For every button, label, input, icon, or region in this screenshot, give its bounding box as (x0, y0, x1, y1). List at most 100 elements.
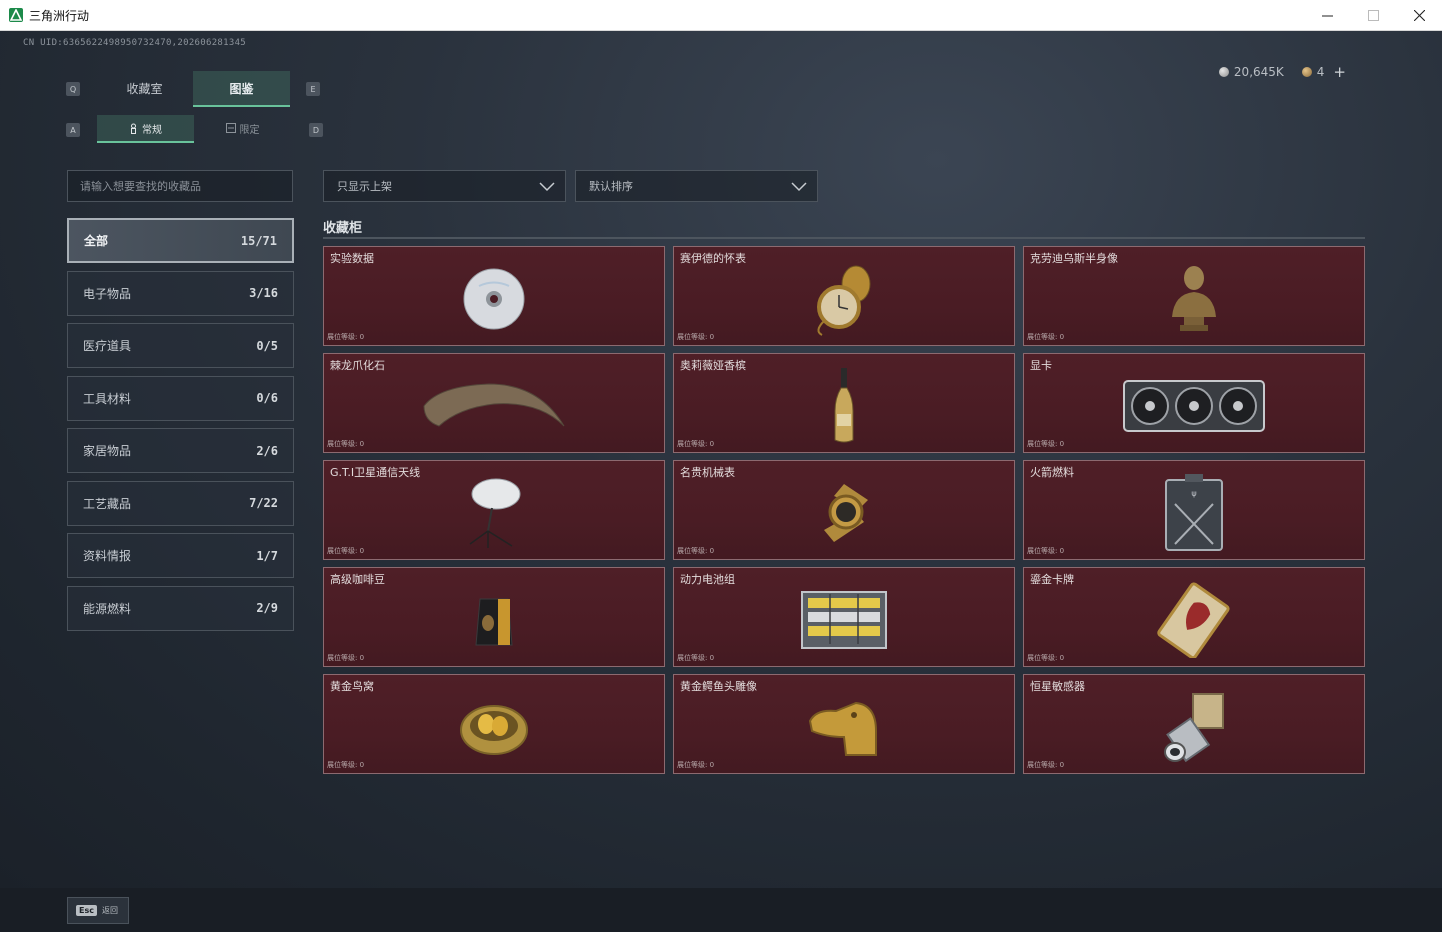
footer-bar: Esc 返回 (0, 888, 1442, 932)
esc-key-hint: Esc (76, 905, 97, 916)
satellite-dish-icon (444, 471, 544, 555)
crocodile-head-icon (794, 685, 894, 769)
card-name: 火箭燃料 (1030, 466, 1074, 479)
card-name: 实验数据 (330, 252, 374, 265)
collection-card[interactable]: G.T.I卫星通信天线 展位等级: 0 (323, 460, 665, 560)
card-name: 名贵机械表 (680, 466, 735, 479)
card-name: 奥莉薇娅香槟 (680, 359, 746, 372)
search-input[interactable]: 请输入想要查找的收藏品 (67, 170, 293, 202)
category-household[interactable]: 家居物品 2/6 (67, 428, 294, 473)
collection-card[interactable]: 恒星敏感器 展位等级: 0 (1023, 674, 1365, 774)
category-crafts[interactable]: 工艺藏品 7/22 (67, 480, 294, 526)
app-logo-icon (9, 8, 23, 22)
category-intel[interactable]: 资料情报 1/7 (67, 533, 294, 578)
collection-card[interactable]: 高级咖啡豆 展位等级: 0 (323, 567, 665, 667)
gpu-icon (1114, 364, 1274, 448)
collection-card[interactable]: 赛伊德的怀表 展位等级: 0 (673, 246, 1015, 346)
collection-card[interactable]: 克劳迪乌斯半身像 展位等级: 0 (1023, 246, 1365, 346)
collection-card[interactable]: 火箭燃料 ψ 展位等级: 0 (1023, 460, 1365, 560)
collection-card[interactable]: 鎏金卡牌 展位等级: 0 (1023, 567, 1365, 667)
close-button[interactable] (1396, 0, 1442, 31)
fuel-can-icon: ψ (1144, 471, 1244, 555)
battery-pack-icon (794, 578, 894, 662)
window-title: 三角洲行动 (29, 8, 90, 23)
main-tabs: 收藏室 图鉴 (96, 71, 290, 107)
tab-regular[interactable]: 常规 (97, 115, 194, 143)
collection-card[interactable]: 实验数据 展位等级: 0 (323, 246, 665, 346)
shelf-filter-label: 只显示上架 (337, 180, 392, 193)
collection-card[interactable]: 名贵机械表 展位等级: 0 (673, 460, 1015, 560)
chevron-down-icon (791, 182, 807, 192)
limited-tab-icon (225, 123, 236, 133)
category-all[interactable]: 全部 15/71 (67, 218, 294, 263)
category-energy[interactable]: 能源燃料 2/9 (67, 585, 294, 631)
wristwatch-icon (794, 471, 894, 555)
card-name: 棘龙爪化石 (330, 359, 385, 372)
silver-amount: 20,645K (1233, 65, 1284, 79)
golden-nest-icon (444, 685, 544, 769)
card-level: 展位等级: 0 (327, 547, 365, 555)
card-level: 展位等级: 0 (677, 654, 715, 662)
svg-text:ψ: ψ (1191, 489, 1196, 498)
cabinet-grid: 实验数据 展位等级: 0 赛伊德的怀表 展位等级: 0 克劳迪乌斯半身像 展位等… (323, 246, 1366, 774)
card-name: 赛伊德的怀表 (680, 252, 746, 265)
cabinet-divider (323, 237, 1365, 239)
collection-card[interactable]: 奥莉薇娅香槟 展位等级: 0 (673, 353, 1015, 453)
card-level: 展位等级: 0 (327, 333, 365, 341)
back-label: 返回 (101, 906, 118, 915)
back-button[interactable]: Esc 返回 (67, 897, 129, 924)
card-name: 动力电池组 (680, 573, 735, 586)
card-name: 克劳迪乌斯半身像 (1030, 252, 1118, 265)
category-electronics[interactable]: 电子物品 3/16 (67, 270, 294, 316)
gold-card-icon (1144, 578, 1244, 662)
gold-currency: 4 + (1301, 63, 1346, 81)
add-currency-button[interactable]: + (1333, 63, 1346, 81)
card-name: 黄金鳄鱼头雕像 (680, 680, 757, 693)
card-name: 显卡 (1030, 359, 1052, 372)
window-controls (1304, 0, 1442, 31)
silver-coin-icon (1218, 67, 1229, 77)
claw-fossil-icon (414, 364, 574, 448)
currency-bar: 20,645K 4 + (1218, 63, 1346, 81)
minimize-icon (1321, 15, 1333, 17)
window-titlebar: 三角洲行动 (0, 0, 1442, 31)
bust-icon (1144, 257, 1244, 341)
silver-currency: 20,645K (1218, 65, 1284, 79)
card-name: 高级咖啡豆 (330, 573, 385, 586)
collection-card[interactable]: 黄金鸟窝 展位等级: 0 (323, 674, 665, 774)
card-level: 展位等级: 0 (1027, 654, 1065, 662)
shelf-filter-dropdown[interactable]: 只显示上架 (323, 170, 566, 202)
card-level: 展位等级: 0 (1027, 333, 1065, 341)
coffee-bag-icon (444, 578, 544, 662)
card-level: 展位等级: 0 (1027, 440, 1065, 448)
card-level: 展位等级: 0 (327, 761, 365, 769)
collection-card[interactable]: 黄金鳄鱼头雕像 展位等级: 0 (673, 674, 1015, 774)
sort-dropdown[interactable]: 默认排序 (575, 170, 818, 202)
card-level: 展位等级: 0 (1027, 761, 1065, 769)
collection-card[interactable]: 显卡 展位等级: 0 (1023, 353, 1365, 453)
minimize-button[interactable] (1304, 0, 1350, 31)
tab-collection-room[interactable]: 收藏室 (126, 81, 163, 96)
maximize-button[interactable] (1350, 0, 1396, 31)
category-list: 全部 15/71 电子物品 3/16 医疗道具 0/5 工具材料 0/6 家居物… (67, 218, 294, 638)
collection-card[interactable]: 动力电池组 展位等级: 0 (673, 567, 1015, 667)
champagne-icon (794, 364, 894, 448)
tab-codex[interactable]: 图鉴 (193, 71, 290, 107)
key-hint-a: A (66, 123, 80, 137)
gold-amount: 4 (1316, 65, 1325, 79)
tab-limited[interactable]: 限定 (194, 115, 291, 143)
cabinet-title: 收藏柜 (323, 221, 363, 236)
sub-tabs: 常规 限定 (97, 115, 291, 143)
card-level: 展位等级: 0 (1027, 547, 1065, 555)
category-tools[interactable]: 工具材料 0/6 (67, 375, 294, 421)
card-name: G.T.I卫星通信天线 (330, 466, 421, 479)
category-medical[interactable]: 医疗道具 0/5 (67, 323, 294, 368)
regular-tab-icon (131, 123, 136, 134)
card-name: 恒星敏感器 (1030, 680, 1085, 693)
card-level: 展位等级: 0 (677, 547, 715, 555)
card-name: 黄金鸟窝 (330, 680, 374, 693)
collection-card[interactable]: 棘龙爪化石 展位等级: 0 (323, 353, 665, 453)
close-icon (1413, 10, 1425, 21)
key-hint-e: E (306, 82, 320, 96)
card-level: 展位等级: 0 (677, 333, 715, 341)
